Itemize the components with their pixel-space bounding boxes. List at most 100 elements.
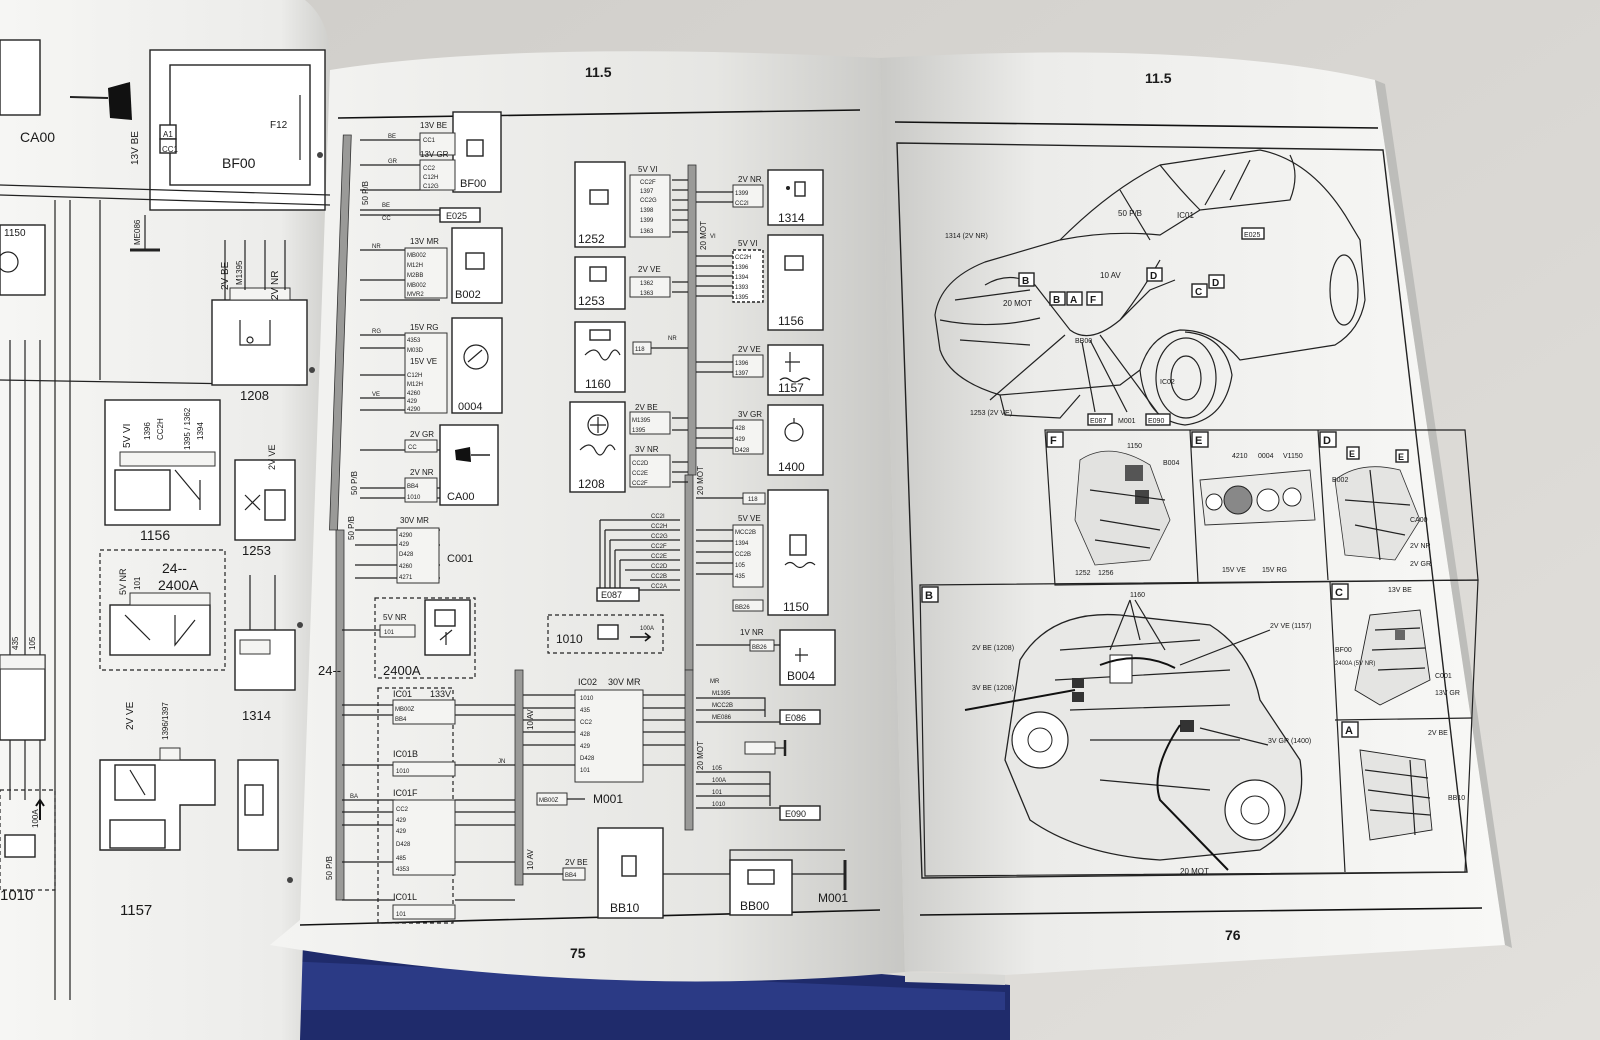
comp-e087-l5: CC2D	[651, 564, 668, 570]
car-letter-a: A	[1070, 295, 1077, 306]
bus-label-10av-1: 10 AV	[526, 709, 535, 730]
bus-label-20mot-1: 20 MOT	[699, 221, 708, 250]
panel-a-letter: A	[1345, 725, 1353, 737]
comp-bb10-name: BB10	[610, 901, 640, 915]
engine-illustration	[964, 599, 1303, 871]
comp-b004-l0: 1V NR	[740, 628, 764, 637]
car-letter-f: F	[1090, 295, 1096, 306]
comp-1157-name: 1157	[778, 381, 804, 395]
comp-1208-l2: 1395	[632, 428, 646, 434]
panel-f-1256: 1256	[1098, 570, 1114, 577]
comp-ic02-l2: 435	[580, 708, 591, 714]
comp-e087-l6: CC2B	[651, 574, 667, 580]
panel-b-20mot: 20 MOT	[1180, 867, 1209, 876]
wire-color-nr: NR	[372, 244, 381, 250]
bus-label-50pb-3: 50 P/B	[347, 516, 356, 540]
callout-e025: E025	[1244, 232, 1260, 239]
left-label-1314: 1314	[242, 708, 271, 723]
comp-1150-l7: BB26	[735, 605, 750, 611]
comp-ic01-l0: 133V	[430, 689, 451, 699]
panel-a-2vbe: 2V BE	[1428, 730, 1448, 737]
comp-ic01l-name: IC01L	[393, 892, 417, 902]
panel-e-0004: 0004	[1258, 453, 1274, 460]
left-label-24: 24--	[162, 560, 187, 576]
comp-b002-l1: MB002	[407, 253, 427, 259]
left-label-m1395: M1395	[235, 260, 244, 285]
left-label-1208: 1208	[240, 388, 269, 403]
panel-b-2vve: 2V VE (1157)	[1270, 623, 1312, 630]
comp-1010-l0: 100A	[640, 626, 654, 632]
comp-c001-l3: D428	[399, 552, 414, 558]
panel-d-2vgr: 2V GR	[1410, 561, 1431, 568]
wire-color-gr: GR	[388, 159, 398, 165]
panel-e-letter: E	[1195, 435, 1202, 447]
panel-e-15vrg: 15V RG	[1262, 567, 1287, 574]
comp-2400a-l1: 5V NR	[383, 613, 407, 622]
panel-b-2vbe: 2V BE (1208)	[972, 645, 1014, 652]
comp-bf00-l4: C12H	[423, 175, 438, 181]
left-label-2vve-a: 2V VE	[267, 444, 277, 470]
comp-1150-l0: 118	[748, 497, 758, 503]
comp-b002-l0: 13V MR	[410, 237, 439, 246]
comp-0004-l8: 4290	[407, 407, 421, 413]
comp-1253-l0: 2V VE	[638, 265, 661, 274]
panel-a-bb10: BB10	[1448, 795, 1465, 802]
callout-10av: 10 AV	[1100, 271, 1121, 280]
comp-1314-l1: 1399	[735, 191, 749, 197]
comp-1208-l5: CC2E	[632, 471, 648, 477]
left-label-a1: A1	[163, 130, 173, 139]
panel-f-b004: B004	[1163, 460, 1179, 467]
comp-ic01f-l2: 429	[396, 829, 407, 835]
comp-e087-l2: CC2G	[651, 534, 668, 540]
comp-ca00-l3: BB4	[407, 484, 419, 490]
comp-1150-l5: 105	[735, 563, 746, 569]
comp-1156-name: 1156	[778, 314, 804, 328]
bus-label-20mot-3: 20 MOT	[696, 741, 705, 770]
comp-c001-name: C001	[447, 553, 473, 565]
comp-1400-l0: 3V GR	[738, 410, 762, 419]
comp-1208-l3: 3V NR	[635, 445, 659, 454]
panel-c-letter: C	[1335, 587, 1343, 599]
comp-1157-l1: 1396	[735, 361, 749, 367]
panel-d-e1: E	[1349, 449, 1355, 459]
left-label-5vvi: 5V VI	[122, 424, 133, 448]
comp-ic02-name: IC02	[578, 677, 597, 687]
panel-b-3vgr: 3V GR (1400)	[1268, 738, 1311, 745]
comp-1252-l3: CC2G	[640, 198, 657, 204]
comp-e087-l0: CC2I	[651, 514, 665, 520]
car-letter-d: D	[1150, 271, 1157, 282]
comp-bf00-l0: 13V BE	[420, 121, 447, 130]
comp-ic01f-l4: 485	[396, 856, 407, 862]
left-label-435: 435	[11, 636, 20, 650]
comp-1400-name: 1400	[778, 460, 805, 474]
panel-c-13vbe: 13V BE	[1388, 587, 1412, 594]
comp-1400-l2: 429	[735, 437, 746, 443]
comp-e086-l2: ME086	[712, 715, 732, 721]
comp-ic01-name: IC01	[393, 689, 412, 699]
left-label-ca00: CA00	[20, 129, 55, 145]
comp-e090-name: E090	[785, 809, 806, 819]
panel-e-v1150: V1150	[1283, 453, 1303, 460]
left-label-101: 101	[133, 576, 142, 590]
comp-0004-l2: M03D	[407, 348, 424, 354]
comp-e087-l3: CC2F	[651, 544, 667, 550]
comp-b004-name: B004	[787, 669, 815, 683]
comp-1156-l2: 1396	[735, 265, 749, 271]
comp-ic02-l5: 429	[580, 744, 591, 750]
bus-label-20mot-2: 20 MOT	[696, 466, 705, 495]
comp-ic02-l1: 1010	[580, 696, 594, 702]
comp-b002-l4: MB002	[407, 283, 427, 289]
wire-color-ba: BA	[350, 794, 358, 800]
comp-ic02-l6: D428	[580, 756, 595, 762]
left-label-f12: F12	[270, 120, 288, 131]
comp-1400-l3: D428	[735, 448, 750, 454]
comp-1010-name: 1010	[556, 632, 583, 646]
comp-bf00-l5: C12G	[423, 184, 439, 190]
panel-b-3vbe: 3V BE (1208)	[972, 685, 1014, 692]
panel-e-15vve: 15V VE	[1222, 567, 1246, 574]
comp-1400-l1: 428	[735, 426, 746, 432]
callout-20mot: 20 MOT	[1003, 299, 1032, 308]
comp-e087-l4: CC2E	[651, 554, 667, 560]
car-letter-d2: D	[1212, 278, 1219, 289]
comp-ic01b-l0: 1010	[396, 769, 410, 775]
